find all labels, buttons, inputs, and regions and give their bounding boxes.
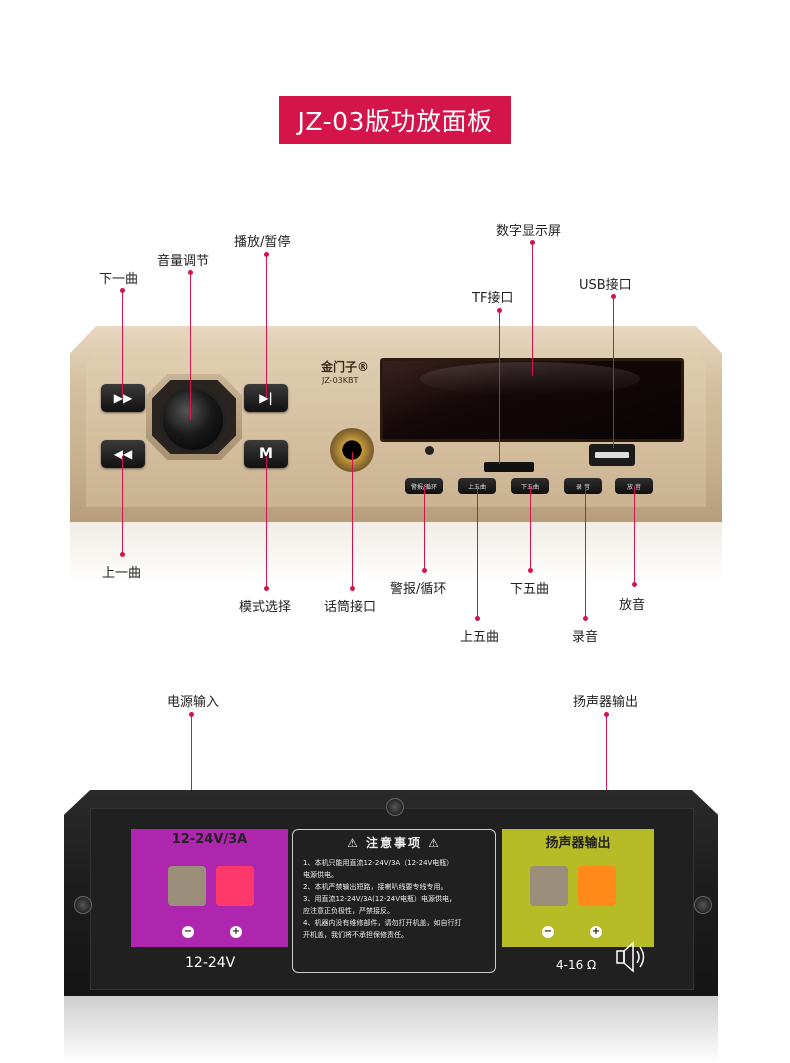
callout-line: [634, 486, 635, 584]
callout-display: 数字显示屏: [496, 224, 562, 239]
display-glare: [420, 362, 640, 396]
speaker-icon: [616, 940, 648, 978]
callout-dot: [264, 252, 269, 257]
callout-line: [352, 452, 353, 588]
notice-line: 3、用直流12-24V/3A(12-24V电瓶）电源供电，: [303, 895, 457, 903]
rewind-icon: ◀◀: [113, 447, 133, 461]
voltage-label: 12-24V: [185, 955, 236, 971]
prev-track-button[interactable]: ◀◀: [101, 440, 145, 468]
callout-line: [266, 256, 267, 398]
screw-icon: [694, 896, 712, 914]
callout-dot: [475, 616, 480, 621]
next-track-button[interactable]: ▶▶: [101, 384, 145, 412]
callout-play-pause: 播放/暂停: [234, 235, 291, 250]
callout-line: [532, 244, 533, 376]
plus-icon: +: [230, 926, 242, 938]
notice-title: ⚠ 注意事项 ⚠: [347, 836, 441, 850]
callout-line: [122, 292, 123, 398]
mode-button[interactable]: M: [244, 440, 288, 468]
callout-prev-track: 上一曲: [102, 566, 142, 581]
fast-forward-icon: ▶▶: [113, 391, 133, 405]
callout-usb-port: USB接口: [579, 278, 632, 293]
callout-dot: [120, 288, 125, 293]
callout-prev-five: 上五曲: [460, 630, 500, 645]
callout-dot: [189, 712, 194, 717]
callout-line: [477, 486, 478, 618]
plus-icon: +: [590, 926, 602, 938]
notice-box: ⚠ 注意事项 ⚠ 1、本机只能用直流12-24V/3A（12-24V电瓶） 电源…: [292, 829, 496, 973]
callout-dot: [264, 586, 269, 591]
front-panel-reflection: [70, 522, 722, 582]
minus-icon: −: [182, 926, 194, 938]
screw-icon: [386, 798, 404, 816]
callout-dot: [120, 552, 125, 557]
power-terminal-negative[interactable]: [168, 866, 206, 906]
screw-icon: [74, 896, 92, 914]
callout-line: [613, 298, 614, 448]
callout-dot: [530, 240, 535, 245]
callout-line: [530, 486, 531, 570]
speaker-zone-title: 扬声器输出: [545, 836, 611, 851]
callout-power-input: 电源输入: [167, 695, 220, 710]
impedance-label: 4-16 Ω: [556, 958, 597, 972]
model-label: JZ-03KBT: [322, 376, 359, 385]
callout-line: [122, 456, 123, 553]
ir-sensor: [425, 446, 434, 455]
usb-port-contacts: [595, 452, 629, 458]
callout-tf-port: TF接口: [472, 291, 514, 306]
callout-record: 录音: [572, 630, 599, 645]
callout-line: [266, 456, 267, 587]
callout-mic-port: 话筒接口: [324, 600, 377, 615]
notice-line: 开机盖，我们将不承担保修责任。: [303, 931, 408, 939]
callout-playback: 放音: [619, 598, 646, 613]
callout-line: [424, 486, 425, 570]
rear-panel-reflection: [64, 996, 718, 1063]
notice-line: 4、机器内没有维修部件，请勿打开机盖，如自行打: [303, 919, 462, 927]
callout-alarm-loop: 警报/循环: [390, 582, 447, 597]
callout-volume: 音量调节: [157, 254, 210, 269]
play-pause-icon: ▶|: [259, 391, 273, 405]
callout-line: [190, 274, 191, 420]
notice-line: 应注意正负极性，严禁接反。: [303, 907, 394, 915]
mode-icon: M: [259, 446, 273, 462]
speaker-terminal-negative[interactable]: [530, 866, 568, 906]
callout-dot: [611, 294, 616, 299]
callout-line: [585, 486, 586, 618]
callout-dot: [632, 582, 637, 587]
callout-line: [499, 312, 500, 464]
callout-dot: [497, 308, 502, 313]
volume-knob[interactable]: [163, 390, 223, 450]
callout-dot: [422, 568, 427, 573]
callout-next-track: 下一曲: [99, 272, 139, 287]
callout-dot: [350, 586, 355, 591]
record-button[interactable]: 录 音: [564, 478, 602, 494]
callout-dot: [188, 270, 193, 275]
tf-card-slot[interactable]: [484, 462, 534, 472]
notice-line: 2、本机严禁输出短路，接喇叭线要专线专用。: [303, 883, 448, 891]
callout-speaker-output: 扬声器输出: [573, 695, 639, 710]
callout-dot: [604, 712, 609, 717]
brand-logo: 金门子®: [321, 360, 370, 374]
power-zone-title: 12-24V/3A: [171, 832, 248, 847]
notice-line: 电源供电。: [303, 871, 338, 879]
callout-next-five: 下五曲: [510, 582, 550, 597]
callout-dot: [583, 616, 588, 621]
callout-mode-select: 模式选择: [239, 600, 292, 615]
power-terminal-positive[interactable]: [216, 866, 254, 906]
notice-line: 1、本机只能用直流12-24V/3A（12-24V电瓶）: [303, 859, 454, 867]
minus-icon: −: [542, 926, 554, 938]
speaker-terminal-positive[interactable]: [578, 866, 616, 906]
power-input-zone: [131, 829, 288, 947]
page-title: JZ-03版功放面板: [279, 96, 511, 144]
callout-dot: [528, 568, 533, 573]
